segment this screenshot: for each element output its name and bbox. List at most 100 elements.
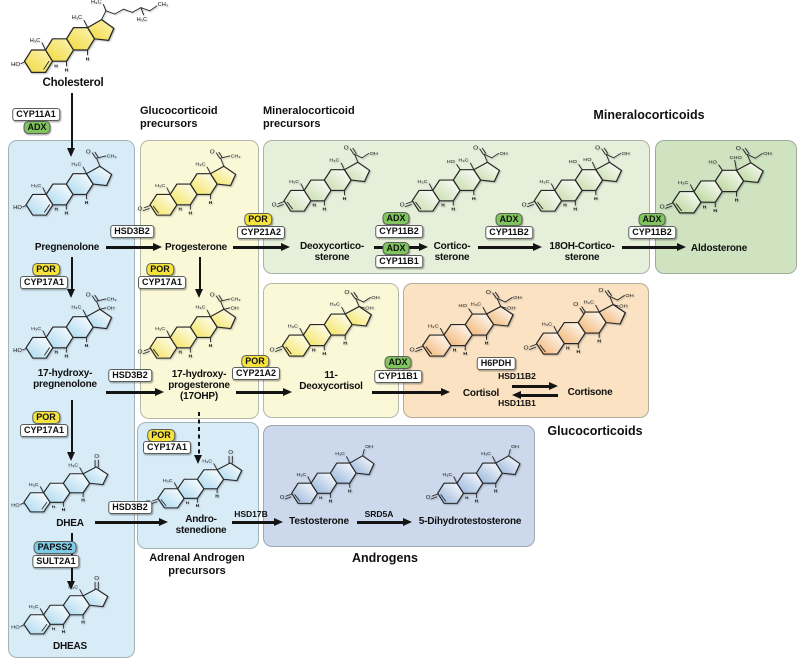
svg-text:H: H: [343, 341, 347, 347]
enzyme-hsd17b-text: HSD17B: [234, 509, 268, 519]
arrow-cortisone-to-cortisol: [512, 391, 558, 398]
section-glucocorticoids: Glucocorticoids: [547, 424, 643, 438]
svg-text:OH: OH: [499, 151, 508, 157]
svg-text:H: H: [55, 350, 58, 355]
svg-text:OH: OH: [231, 306, 239, 312]
oh17-progesterone-label: 17-hydroxy- progesterone (17OHP): [168, 369, 230, 402]
arrow-cortisol-to-cortisone: [512, 382, 558, 389]
svg-text:CH₃: CH₃: [107, 297, 117, 303]
svg-text:HO: HO: [583, 157, 591, 163]
svg-text:H: H: [323, 207, 327, 213]
svg-text:OH: OH: [625, 293, 634, 299]
svg-text:H: H: [65, 68, 69, 74]
svg-text:OH: OH: [507, 306, 516, 311]
svg-text:H: H: [215, 494, 219, 499]
svg-text:HO: HO: [458, 304, 467, 309]
cortisone-label: Cortisone: [567, 387, 613, 398]
enzyme-cyp11b2-chip-2: CYP11B2: [485, 226, 533, 239]
enzyme-hsd3b2-chip-1: HSD3B2: [110, 225, 154, 238]
svg-text:O: O: [86, 150, 91, 156]
svg-text:H₃C: H₃C: [458, 158, 469, 164]
svg-text:O: O: [486, 289, 491, 295]
svg-text:HO: HO: [447, 159, 455, 165]
svg-text:H: H: [576, 350, 580, 356]
enzyme-adx-chip-3: ADX: [382, 242, 410, 255]
svg-text:H: H: [319, 495, 322, 500]
svg-text:H₃C: H₃C: [583, 300, 594, 306]
svg-text:H₃C: H₃C: [289, 179, 299, 185]
svg-text:H: H: [189, 211, 193, 217]
svg-text:O: O: [573, 301, 578, 307]
arrow-18oh-corticosterone-to-aldosterone: [622, 243, 686, 250]
svg-text:O: O: [473, 146, 478, 152]
arrow-androstenedione-to-testosterone: [232, 518, 283, 525]
svg-text:H₃C: H₃C: [202, 459, 212, 464]
section-glucocorticoid-precursors: Glucocorticoid precursors: [140, 105, 218, 130]
testosterone-label: Testosterone: [289, 516, 349, 527]
oh18-corticosterone-label: 18OH-Cortico- sterone: [549, 241, 615, 263]
svg-text:H₃C: H₃C: [195, 305, 205, 311]
enzyme-adx-chip-1: ADX: [23, 121, 51, 134]
svg-text:OH: OH: [619, 304, 628, 310]
svg-text:O: O: [426, 495, 431, 501]
svg-text:H: H: [713, 208, 717, 214]
svg-text:OH: OH: [370, 151, 378, 157]
svg-text:O: O: [595, 146, 600, 152]
svg-text:HO: HO: [708, 160, 717, 166]
section-mineralocorticoid-precursors: Mineralocorticoid precursors: [263, 105, 355, 130]
box-mineralocorticoid-precursors: [263, 140, 650, 274]
arrow-17oh-pregnenolone-to-dhea: [67, 400, 75, 461]
svg-text:H: H: [209, 343, 213, 349]
svg-text:H₃C: H₃C: [71, 162, 81, 168]
svg-text:H: H: [85, 343, 89, 349]
svg-text:H₃C: H₃C: [471, 302, 482, 307]
enzyme-srd5a-text: SRD5A: [364, 509, 394, 519]
svg-text:H₃C: H₃C: [678, 180, 689, 186]
svg-text:H: H: [86, 57, 90, 63]
svg-text:H: H: [573, 207, 577, 213]
enzyme-por-chip-1: POR: [32, 263, 60, 276]
svg-text:H: H: [186, 500, 189, 505]
enzyme-cyp11b2-chip-1: CYP11B2: [375, 225, 423, 238]
svg-text:O: O: [344, 289, 349, 295]
svg-text:O: O: [659, 204, 664, 210]
svg-text:CH₃: CH₃: [231, 154, 241, 160]
svg-text:H: H: [179, 207, 182, 212]
arrow-11-deoxycortisol-to-cortisol: [372, 388, 450, 395]
svg-text:H₃C: H₃C: [297, 472, 307, 478]
svg-text:H₃C: H₃C: [137, 17, 148, 23]
svg-text:H₃C: H₃C: [72, 15, 83, 21]
androstenedione-label: Andro- stenedione: [175, 514, 227, 536]
svg-text:OH: OH: [371, 295, 380, 301]
enzyme-cyp21a2-chip-2: CYP21A2: [231, 367, 281, 380]
svg-text:OH: OH: [513, 295, 522, 300]
enzyme-por-chip-5: POR: [244, 213, 272, 226]
corticosterone-label: Cortico- sterone: [433, 241, 471, 263]
svg-text:H: H: [209, 200, 213, 206]
svg-text:H: H: [322, 352, 326, 358]
svg-text:H₃C: H₃C: [481, 451, 491, 457]
svg-text:OH: OH: [763, 151, 772, 157]
enzyme-hsd11b2-text: HSD11B2: [498, 371, 536, 381]
svg-text:CH₃: CH₃: [107, 154, 117, 160]
svg-text:H: H: [597, 339, 601, 345]
svg-text:H: H: [65, 354, 69, 360]
svg-text:H₃C: H₃C: [68, 463, 78, 468]
svg-text:H: H: [475, 499, 478, 504]
enzyme-h6pdh-chip: H6PDH: [476, 357, 516, 370]
svg-text:O: O: [86, 293, 91, 299]
svg-text:H₃C: H₃C: [335, 451, 345, 457]
svg-text:O: O: [210, 150, 215, 156]
svg-text:CHO: CHO: [730, 155, 742, 161]
svg-text:H₃C: H₃C: [542, 322, 553, 328]
svg-text:CH₃: CH₃: [231, 297, 241, 303]
svg-text:H₃C: H₃C: [163, 478, 173, 483]
svg-text:H₃C: H₃C: [443, 472, 453, 478]
oh17-pregnenolone-label: 17-hydroxy- pregnenolone: [33, 368, 97, 390]
